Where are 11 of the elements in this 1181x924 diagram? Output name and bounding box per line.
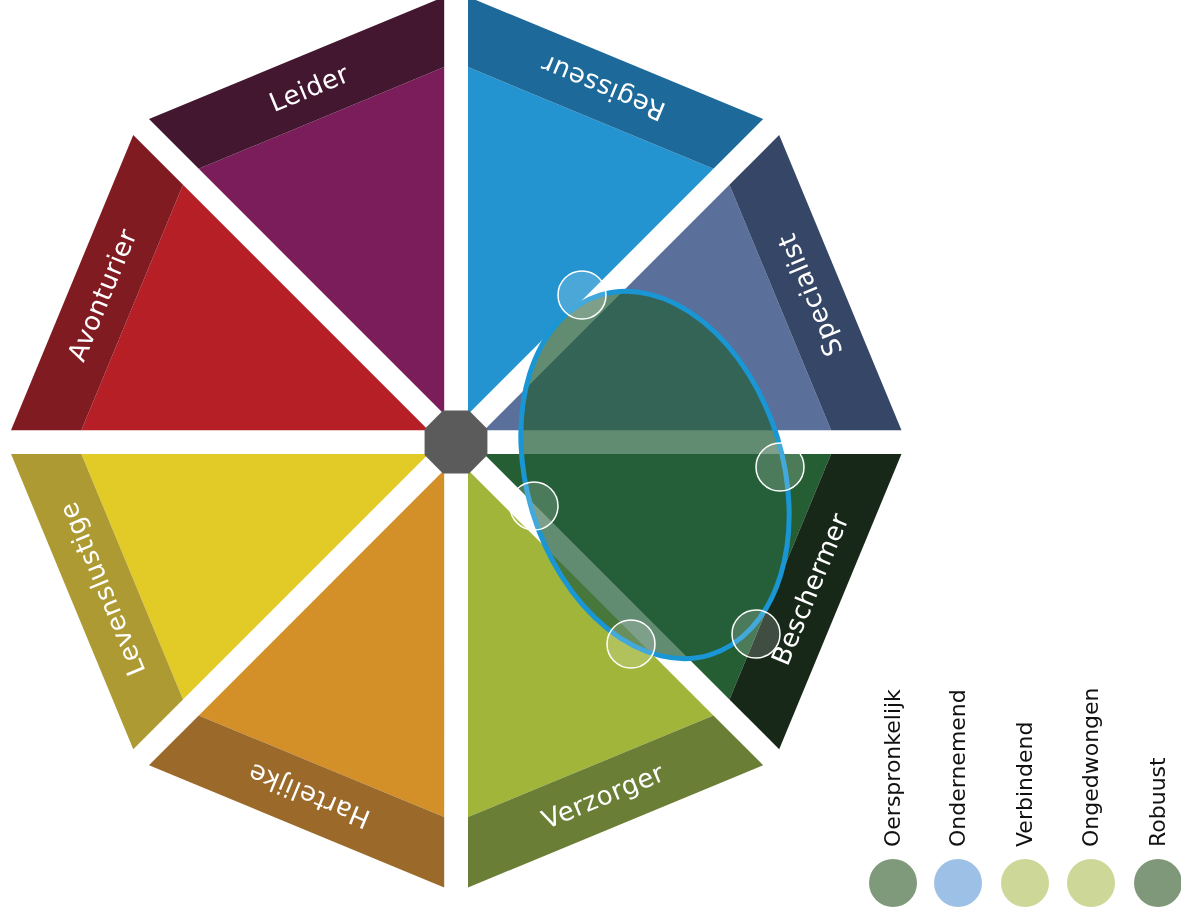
wheel-segment — [10, 135, 429, 431]
wheel-segment — [10, 453, 429, 749]
wheel-segment — [149, 0, 445, 415]
legend-label: Verbindend — [1014, 721, 1036, 847]
wheel-segment — [467, 0, 763, 415]
legend-label: Oerspronkelijk — [882, 689, 904, 847]
legend-label: Robuust — [1147, 757, 1169, 847]
legend-label: Ongedwongen — [1080, 687, 1102, 847]
wheel-segment — [467, 469, 763, 888]
legend-label: Ondernemend — [947, 689, 969, 847]
segment-label: Leider — [265, 59, 353, 116]
